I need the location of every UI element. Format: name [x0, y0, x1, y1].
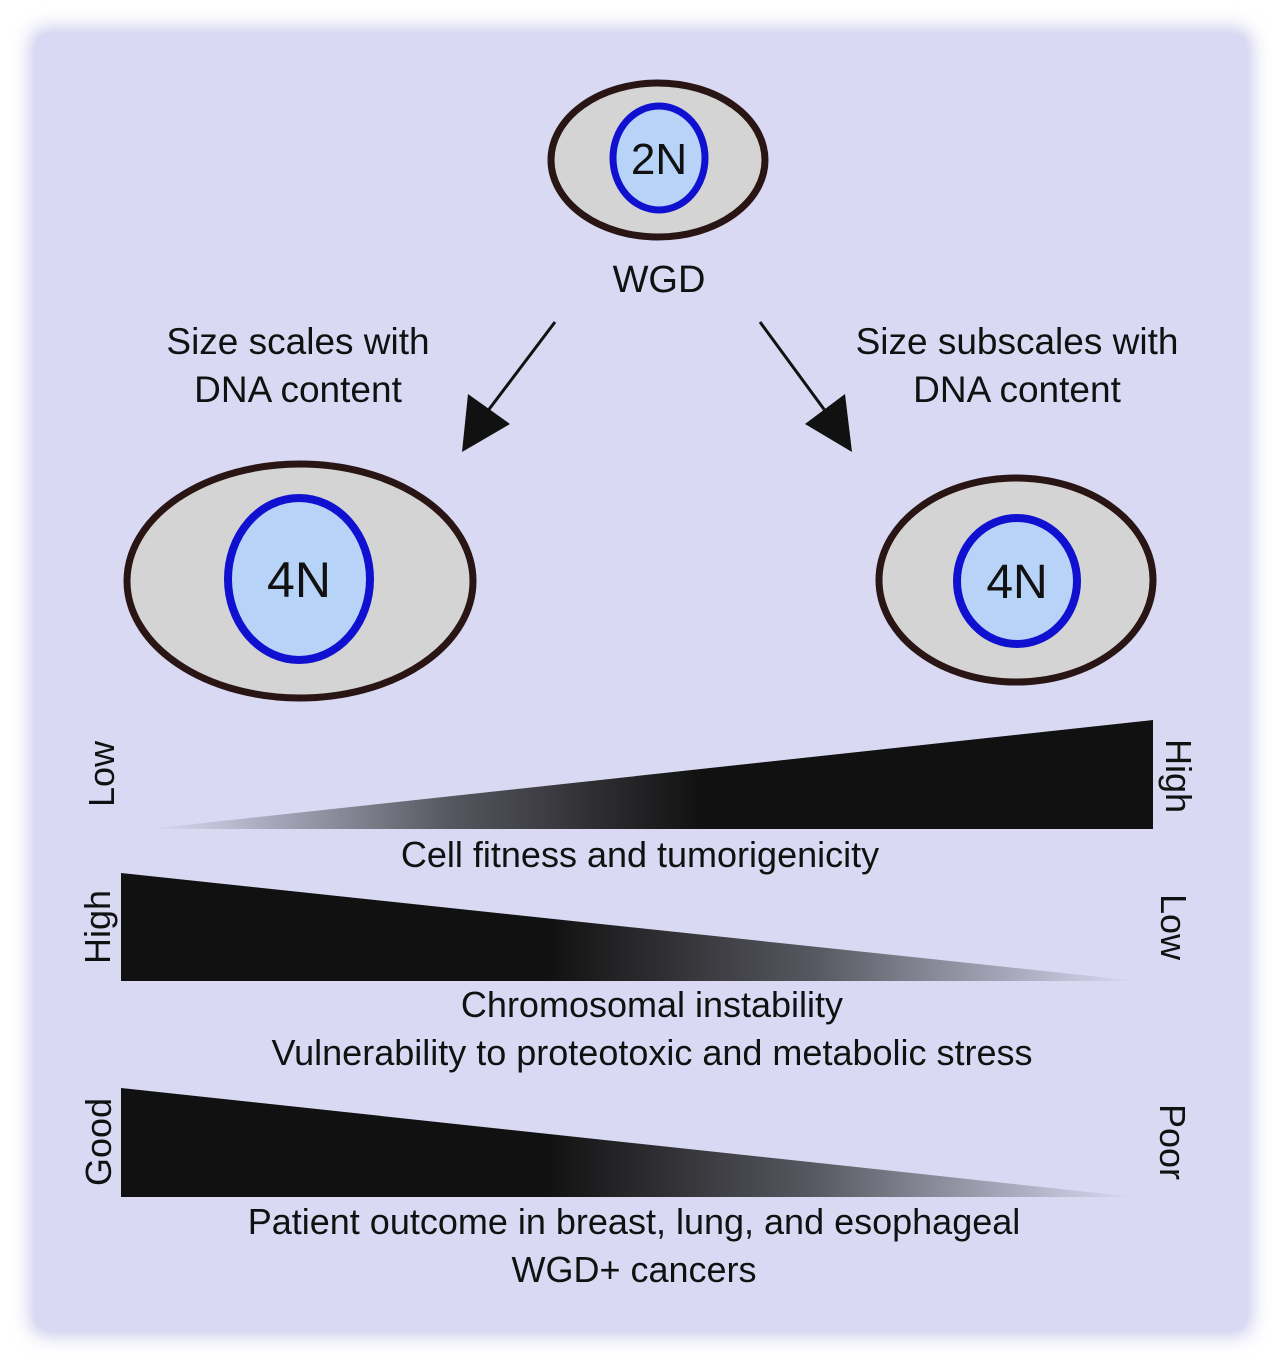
right-branch-line1: Size subscales with [856, 321, 1179, 362]
gradient-right-label: Low [1153, 894, 1194, 961]
ploidy-label: 4N [986, 556, 1047, 609]
gradient-chromosomal-instability: High Low Chromosomal instability Vulnera… [77, 873, 1194, 1073]
wgd-label: WGD [613, 259, 706, 301]
ploidy-label: 2N [631, 135, 687, 184]
gradient-cell-fitness: Low High Cell fitness and tumorigenicity [81, 720, 1199, 875]
ploidy-label: 4N [267, 552, 331, 608]
gradient-left-label: Low [81, 740, 122, 807]
gradient-right-label: Poor [1152, 1104, 1193, 1180]
cell-4n-subscaled: 4N [875, 474, 1157, 686]
gradient-caption: Vulnerability to proteotoxic and metabol… [271, 1032, 1032, 1073]
nucleus [953, 514, 1081, 648]
right-branch-line2: DNA content [913, 369, 1121, 410]
gradient-right-label: High [1158, 739, 1199, 813]
arrow-to-left-cell [462, 321, 557, 452]
cell-2n: 2N [547, 79, 769, 241]
gradient-caption: Cell fitness and tumorigenicity [401, 834, 879, 875]
gradient-patient-outcome: Good Poor Patient outcome in breast, lun… [78, 1088, 1193, 1290]
gradient-left-label: High [77, 890, 118, 964]
arrow-to-right-cell [758, 321, 852, 452]
nucleus [224, 494, 374, 664]
left-branch-line1: Size scales with [166, 321, 429, 362]
gradient-wedge [121, 873, 1138, 981]
gradient-caption: WGD+ cancers [511, 1249, 756, 1290]
panel-background [36, 34, 1246, 1330]
cell-4n-scaled: 4N [123, 460, 477, 702]
gradient-caption: Chromosomal instability [461, 984, 843, 1025]
gradient-wedge [121, 1088, 1135, 1197]
gradient-left-label: Good [78, 1098, 119, 1186]
left-branch-line2: DNA content [194, 369, 402, 410]
gradient-caption: Patient outcome in breast, lung, and eso… [248, 1201, 1021, 1242]
nucleus [609, 102, 709, 214]
gradient-wedge [148, 720, 1153, 829]
